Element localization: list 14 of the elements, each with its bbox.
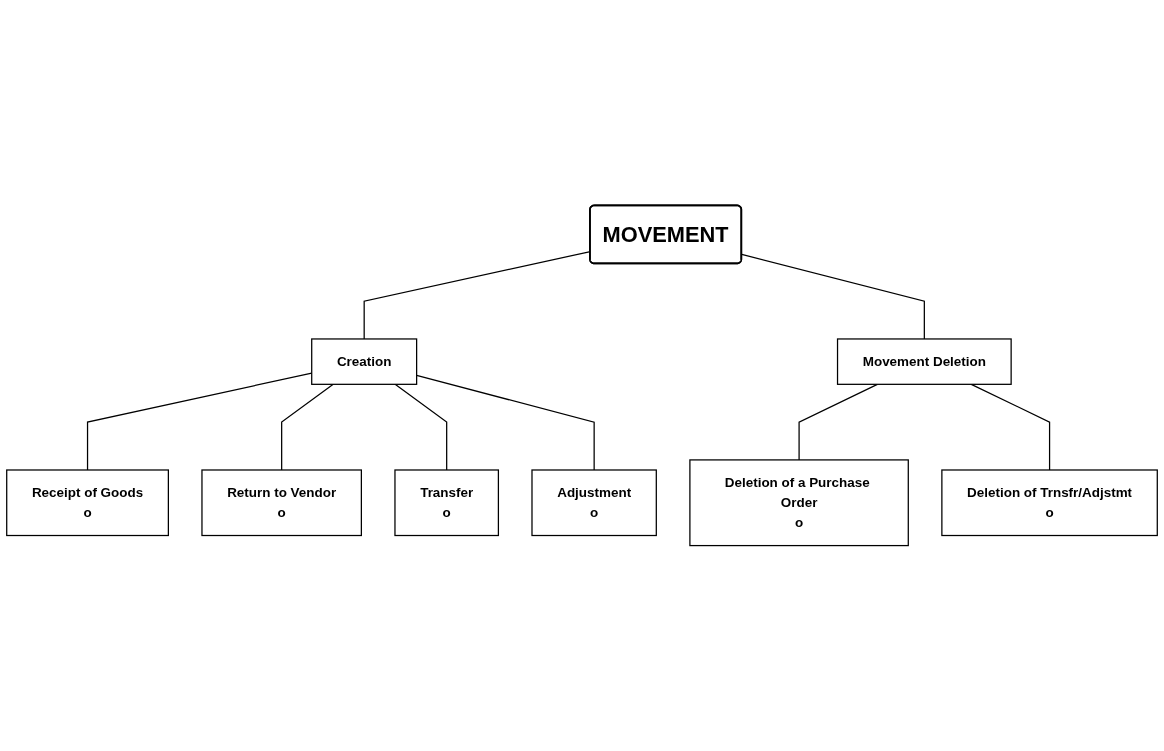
node-box: Receipt of Goods o [6, 469, 169, 537]
connector [281, 383, 334, 471]
connector [394, 383, 448, 471]
node-box: Transfer o [394, 469, 499, 537]
node-box: Deletion of Trnsfr/Adjstmt o [941, 469, 1158, 537]
connector [798, 383, 878, 461]
node-box: Return to Vendor o [201, 469, 362, 537]
connector [970, 383, 1051, 471]
node-box: Deletion of a Purchase Order o [689, 459, 909, 547]
node-box: Adjustment o [531, 469, 657, 537]
node-box: Creation [311, 338, 418, 385]
node-box: Movement Deletion [836, 338, 1012, 385]
connector [741, 253, 925, 340]
connector [416, 374, 595, 471]
